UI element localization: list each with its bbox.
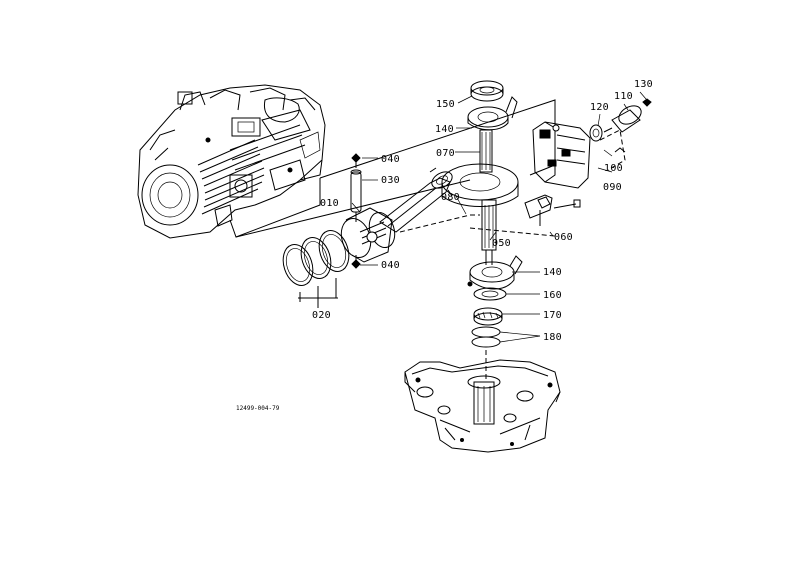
- label-rod-bolt: 060: [554, 232, 573, 243]
- label-piston-pin: 030: [381, 175, 400, 186]
- piston-rings-drawing: [282, 230, 350, 308]
- upper-oil-seal-drawing: [470, 80, 504, 102]
- balancer-washer-drawing: [614, 147, 626, 153]
- label-piston: 010: [320, 198, 339, 209]
- circlip-top-drawing: [351, 153, 361, 163]
- rod-bolt-drawing: [469, 199, 581, 237]
- label-piston-rings: 020: [312, 310, 331, 321]
- piston-drawing: [340, 207, 396, 263]
- label-oil-seal-lower: 160: [543, 290, 562, 301]
- label-balancer-ring: 120: [590, 102, 609, 113]
- label-balancer-washer: 100: [604, 163, 623, 174]
- lower-oil-seal-drawing: [473, 287, 507, 301]
- crankcase-drawing: [404, 350, 561, 453]
- balancer-housing-drawing: [532, 121, 591, 189]
- label-connecting-rod-cap: 050: [492, 238, 511, 249]
- drawing-reference-code: 12499-004-79: [236, 405, 280, 412]
- label-connecting-rod: 080: [441, 192, 460, 203]
- label-circlip-top: 040: [381, 154, 400, 165]
- circlip-bottom-drawing: [351, 259, 361, 269]
- part-labels: 010 020 030 040 040 050 060 080 070 090 …: [312, 79, 653, 343]
- label-bearing-plate-upper: 140: [435, 124, 454, 135]
- label-bearing-plate-lower: 140: [543, 267, 562, 278]
- label-oil-seal-upper: 150: [436, 99, 455, 110]
- label-ball-bearing: 170: [543, 310, 562, 321]
- connecting-rod-drawing: [379, 167, 471, 233]
- label-circlip-bottom: 040: [381, 260, 400, 271]
- label-balancer-shaft: 110: [614, 91, 633, 102]
- rod-cap-drawing: [524, 194, 553, 226]
- ball-bearing-drawing: [473, 307, 503, 326]
- balancer-shaft-drawing: [603, 105, 642, 133]
- label-bearing-shim: 180: [543, 332, 562, 343]
- leader-lines: [351, 91, 647, 343]
- lower-bearing-plate-drawing: [467, 255, 523, 290]
- balancer-ring-drawing: [589, 124, 603, 142]
- balancer-bolt-drawing: [642, 98, 652, 107]
- upper-bearing-plate-drawing: [467, 96, 518, 131]
- label-crankshaft: 070: [436, 148, 455, 159]
- label-balancer-housing: 090: [603, 182, 622, 193]
- engine-block-illustration: [137, 84, 326, 239]
- bearing-shim-drawing: [471, 326, 501, 348]
- label-balancer-bolt: 130: [634, 79, 653, 90]
- crankshaft-drawing: [441, 129, 519, 265]
